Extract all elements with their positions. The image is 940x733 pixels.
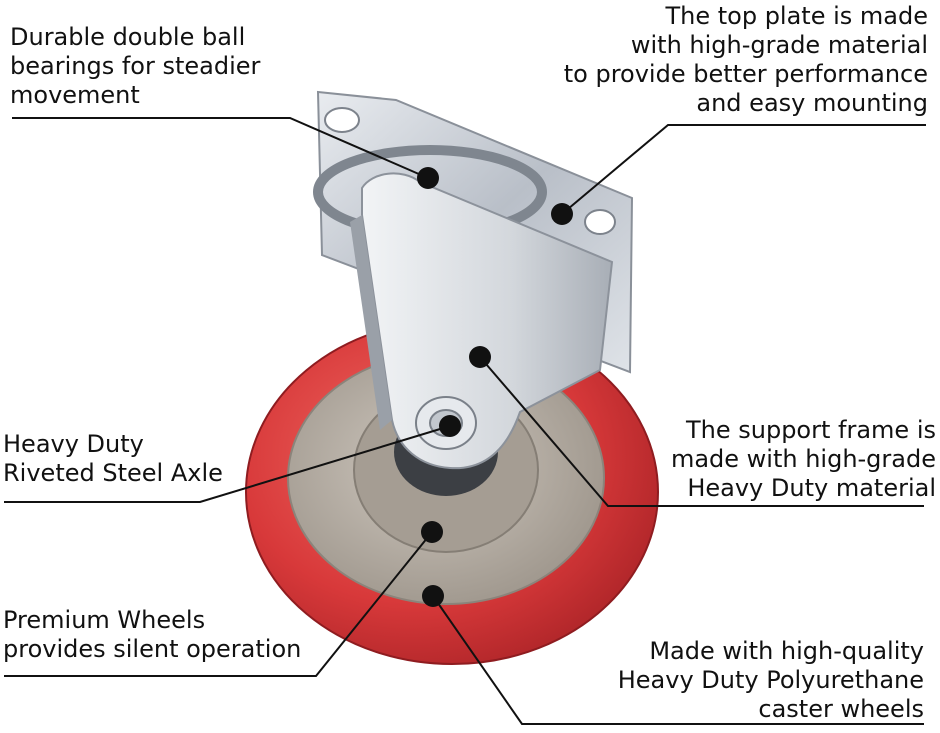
callout-line: Premium Wheels bbox=[3, 606, 206, 634]
mount-hole-icon bbox=[584, 209, 616, 235]
callout-line: Durable double ball bbox=[10, 23, 246, 51]
callout-polyurethane: Made with high-quality Heavy Duty Polyur… bbox=[618, 637, 924, 724]
callout-line: provides silent operation bbox=[3, 635, 302, 663]
callout-support-frame: The support frame is made with high-grad… bbox=[671, 416, 936, 503]
callout-line: bearings for steadier bbox=[10, 52, 261, 80]
callout-line: Heavy Duty material bbox=[687, 474, 936, 502]
callout-line: to provide better performance bbox=[563, 60, 928, 88]
callout-line: The support frame is bbox=[685, 416, 936, 444]
leader-line-bearings bbox=[12, 117, 429, 179]
leader-lines bbox=[4, 117, 926, 725]
wheel bbox=[245, 319, 659, 665]
callout-dot-icon bbox=[421, 521, 443, 543]
callout-dot-icon bbox=[417, 167, 439, 189]
callout-line: made with high-grade bbox=[670, 445, 936, 473]
leader-line-axle bbox=[4, 425, 451, 503]
callout-line: and easy mounting bbox=[696, 89, 928, 117]
callout-dots bbox=[417, 167, 573, 607]
callout-dot-icon bbox=[469, 346, 491, 368]
callout-line: Heavy Duty Polyurethane bbox=[617, 666, 924, 694]
callout-premium-wheels: Premium Wheels provides silent operation bbox=[3, 606, 301, 664]
callout-line: caster wheels bbox=[758, 695, 924, 723]
leader-line-wheels bbox=[4, 531, 433, 677]
leader-line-plate bbox=[561, 124, 926, 215]
leader-line-frame bbox=[479, 356, 924, 507]
callout-line: The top plate is made bbox=[665, 2, 928, 30]
callout-axle: Heavy Duty Riveted Steel Axle bbox=[3, 430, 223, 488]
leader-line-poly bbox=[432, 595, 924, 725]
callout-line: movement bbox=[10, 81, 140, 109]
mount-hole-icon bbox=[324, 107, 360, 133]
callout-line: Riveted Steel Axle bbox=[3, 459, 223, 487]
callout-dot-icon bbox=[439, 415, 461, 437]
callout-line: Made with high-quality bbox=[649, 637, 924, 665]
callout-dot-icon bbox=[422, 585, 444, 607]
callout-top-plate: The top plate is made with high-grade ma… bbox=[564, 2, 928, 118]
support-frame bbox=[350, 172, 614, 470]
callout-line: Heavy Duty bbox=[3, 430, 144, 458]
callout-bearings: Durable double ball bearings for steadie… bbox=[10, 23, 260, 110]
callout-line: with high-grade material bbox=[630, 31, 928, 59]
callout-dot-icon bbox=[551, 203, 573, 225]
